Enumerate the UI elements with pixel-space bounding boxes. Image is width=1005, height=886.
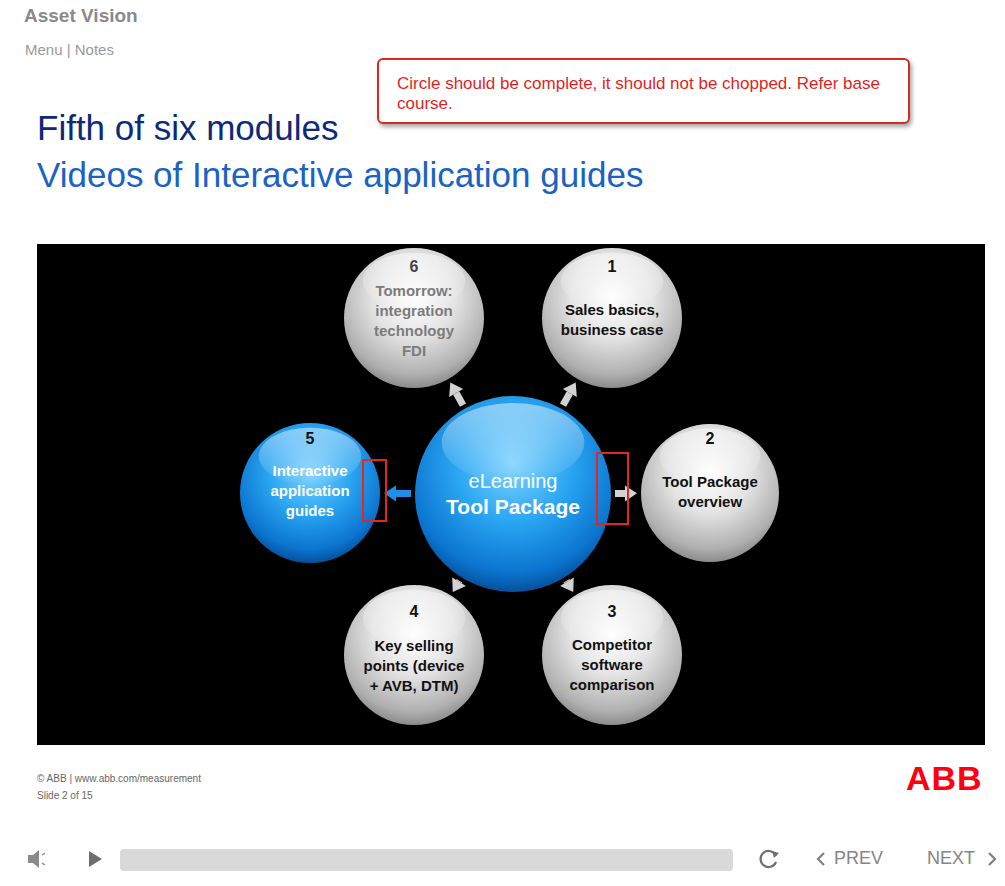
- prev-button: PREV: [834, 848, 883, 869]
- connector-arrow: [452, 578, 466, 592]
- module-label: Tool Package overview: [655, 472, 765, 512]
- progress-bar: [120, 849, 733, 871]
- connector-arrow: [560, 578, 574, 592]
- callout-text: Circle should be complete, it should not…: [397, 74, 890, 114]
- module-number: 1: [541, 258, 683, 276]
- replay-arrow: [772, 851, 779, 858]
- next-button: NEXT: [927, 848, 975, 869]
- slide-title: Fifth of six modules: [37, 108, 339, 148]
- module-number: 6: [343, 258, 485, 276]
- connector-line: [456, 393, 463, 405]
- footer-copyright: © ABB | www.abb.com/measurement: [37, 773, 201, 784]
- speaker-waves: [42, 853, 45, 865]
- slide-number: Slide 2 of 15: [37, 790, 93, 801]
- center-circle: eLearningTool Package: [414, 395, 612, 593]
- connector-arrow: [615, 485, 637, 501]
- module-circle: 5Interactive application guides: [239, 422, 381, 564]
- play-icon: [89, 851, 102, 867]
- arrow-head: [563, 382, 577, 396]
- module-number: 4: [343, 603, 485, 621]
- black-panel: [37, 244, 985, 745]
- module-circle: 1Sales basics, business case: [541, 247, 683, 389]
- arrow-head: [625, 485, 637, 501]
- module-circle: 2Tool Package overview: [640, 423, 780, 563]
- module-circle: 6Tomorrow: integration technology FDI: [343, 247, 485, 389]
- circle-body: [542, 585, 682, 725]
- circle-body: [542, 248, 682, 388]
- circle-graphic: [414, 395, 612, 593]
- next-chevron: [989, 853, 995, 865]
- module-circle: 3Competitor software comparison: [541, 584, 683, 726]
- connector-line: [563, 393, 570, 405]
- arrow-head: [560, 578, 574, 592]
- module-label: Tomorrow: integration technology FDI: [362, 281, 466, 361]
- module-label: Interactive application guides: [260, 461, 360, 521]
- connector-arrow: [384, 485, 411, 501]
- module-label: Key selling points (device + AVB, DTM): [360, 636, 468, 696]
- connector-line: [615, 490, 625, 497]
- review-callout: Circle should be complete, it should not…: [377, 58, 910, 124]
- arrow-head: [449, 382, 463, 396]
- menu-links: Menu | Notes: [25, 41, 114, 58]
- connector-arrow: [563, 382, 577, 405]
- circle-body: [344, 248, 484, 388]
- player-bar: [0, 832, 1005, 886]
- module-circle: 4Key selling points (device + AVB, DTM): [343, 584, 485, 726]
- slide-subtitle: Videos of Interactive application guides: [37, 155, 643, 195]
- circle-body: [415, 396, 611, 592]
- center-subtitle: eLearning: [429, 468, 597, 494]
- module-number: 5: [239, 430, 381, 448]
- circle-body: [641, 424, 779, 562]
- module-number: 3: [541, 603, 683, 621]
- prev-chevron: [818, 853, 824, 865]
- module-number: 2: [640, 430, 780, 448]
- circle-body: [240, 423, 380, 563]
- abb-logo: ABB: [906, 759, 983, 798]
- speaker-icon: [28, 850, 39, 868]
- arrow-head: [384, 485, 396, 501]
- app-title: Asset Vision: [24, 5, 138, 27]
- arrow-head: [452, 578, 466, 592]
- circle-body: [344, 585, 484, 725]
- connector-arrow: [449, 382, 463, 405]
- module-label: Competitor software comparison: [562, 635, 662, 695]
- center-text: eLearningTool Package: [429, 468, 597, 520]
- connector-line: [396, 490, 411, 497]
- module-label: Sales basics, business case: [552, 300, 672, 340]
- center-heading: Tool Package: [429, 494, 597, 520]
